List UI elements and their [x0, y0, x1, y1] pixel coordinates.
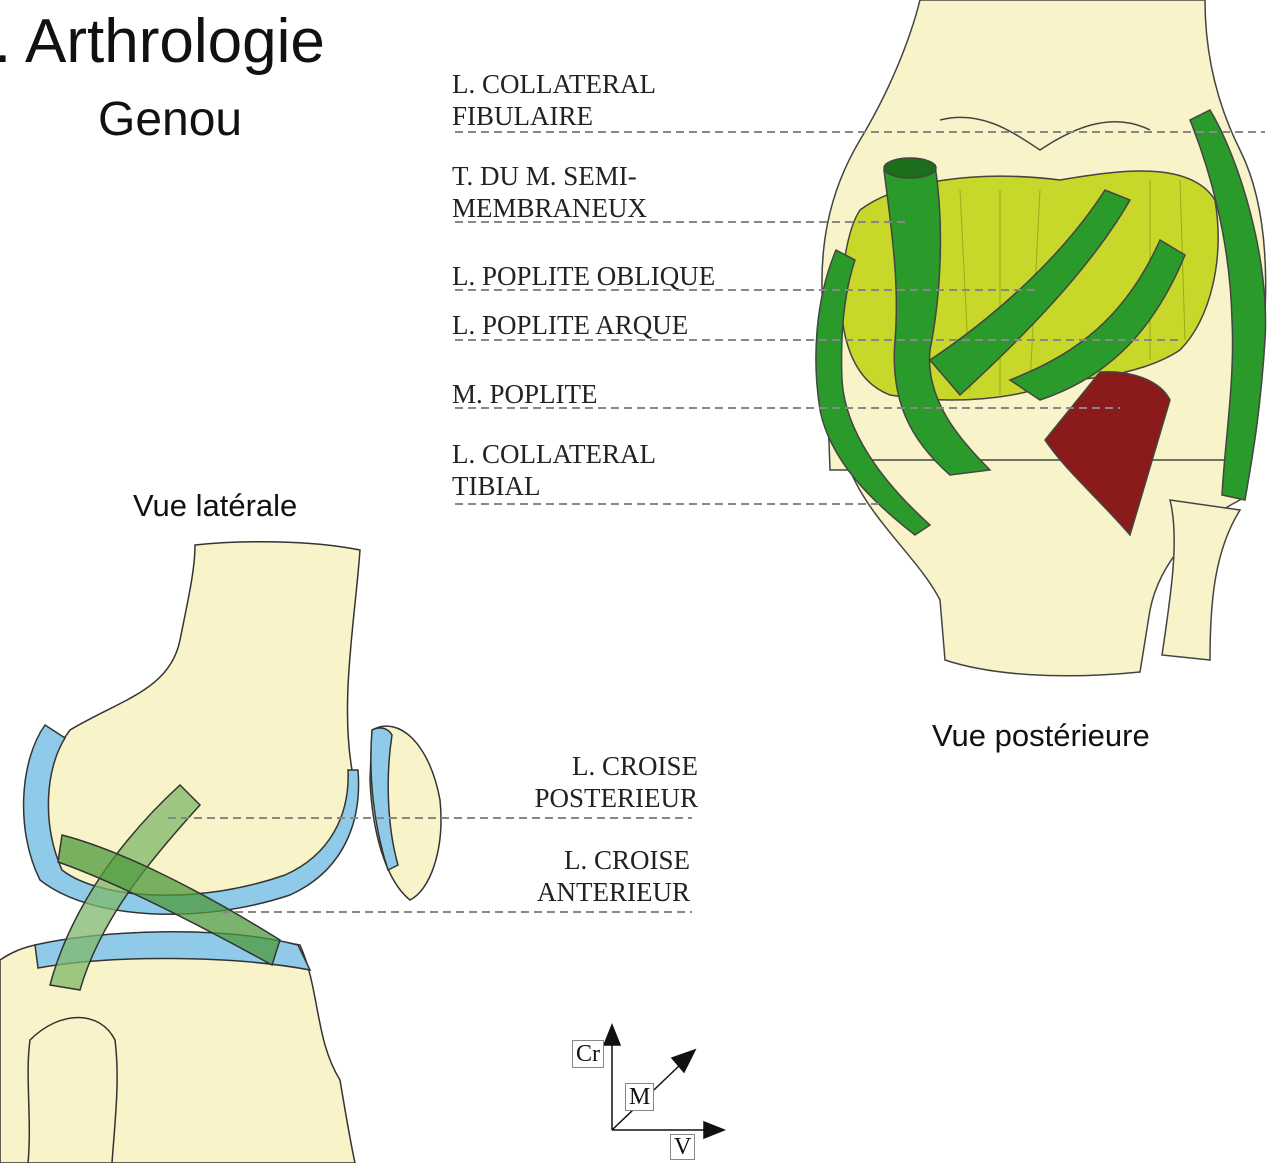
label-posterior-cruciate-ligament: L. CROISE POSTERIEUR	[480, 750, 698, 814]
lateral-knee-drawing	[0, 542, 441, 1163]
orientation-medial-label: M	[625, 1083, 654, 1111]
fibula-posterior	[1162, 500, 1240, 660]
label-arcuate-popliteal-ligament: L. POPLITE ARQUE	[452, 309, 688, 341]
orientation-cranial-label: Cr	[572, 1040, 604, 1068]
label-tibial-collateral-ligament: L. COLLATERAL TIBIAL	[452, 438, 656, 502]
fibula-head-lateral	[28, 1018, 117, 1163]
label-semimembranosus-tendon: T. DU M. SEMI- MEMBRANEUX	[452, 160, 647, 224]
orientation-compass	[604, 1025, 724, 1138]
label-anterior-cruciate-ligament: L. CROISE ANTERIEUR	[480, 844, 690, 908]
label-oblique-popliteal-ligament: L. POPLITE OBLIQUE	[452, 260, 715, 292]
caption-posterior-view: Vue postérieure	[932, 718, 1150, 754]
caption-lateral-view: Vue latérale	[133, 488, 297, 524]
label-popliteus-muscle: M. POPLITE	[452, 378, 598, 410]
posterior-knee-drawing	[816, 0, 1266, 676]
label-fibular-collateral-ligament: L. COLLATERAL FIBULAIRE	[452, 68, 656, 132]
orientation-ventral-label: V	[670, 1134, 695, 1160]
